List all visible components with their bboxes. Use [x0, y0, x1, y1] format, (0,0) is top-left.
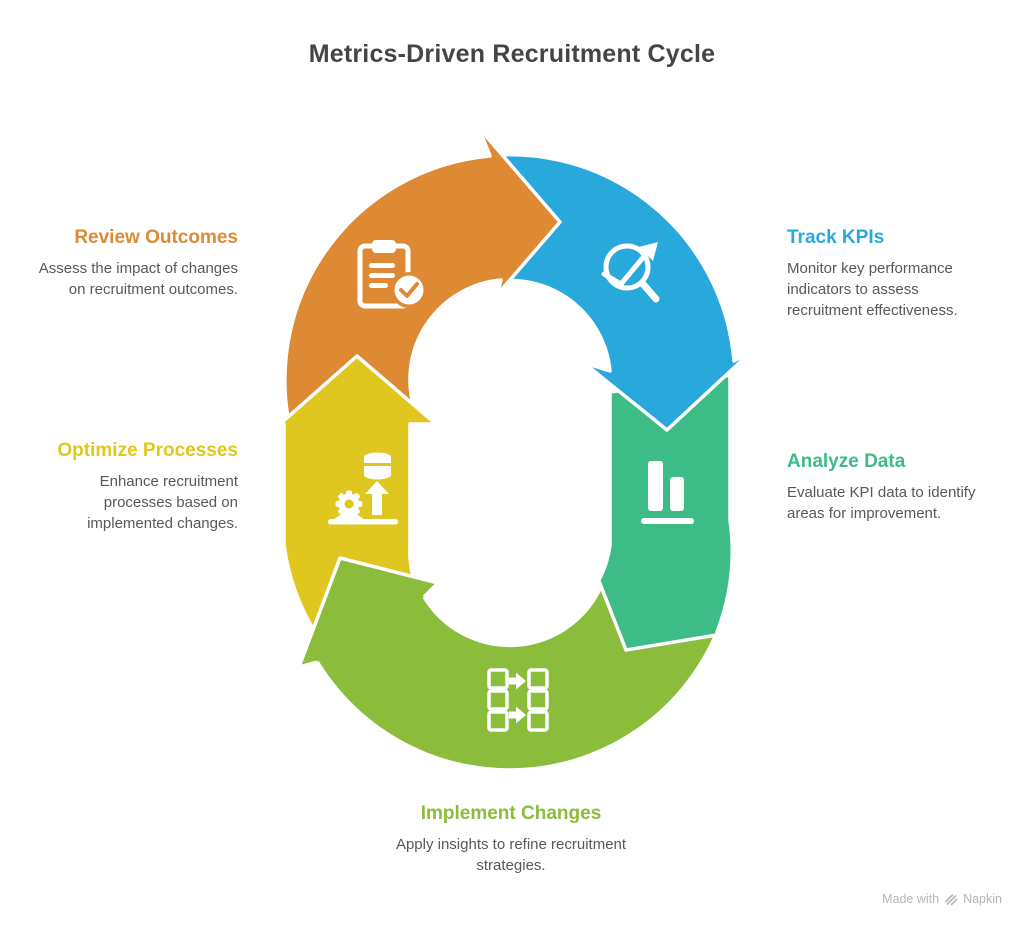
columns-transfer-icon: [487, 668, 549, 732]
step-description-review-outcomes: Assess the impact of changes on recruitm…: [38, 260, 238, 298]
step-block-track-kpis: Track KPIs Monitor key performance indic…: [787, 227, 972, 321]
step-block-optimize-processes: Optimize Processes Enhance recruitment p…: [28, 440, 238, 534]
made-with-napkin: Made with Napkin: [882, 892, 1002, 906]
brand-text: Napkin: [963, 892, 1002, 906]
gear-upload-icon: [328, 452, 398, 525]
clipboard-check-icon: [357, 240, 427, 309]
step-label-implement-changes: Implement Changes: [420, 803, 602, 824]
step-description-analyze-data: Evaluate KPI data to identify areas for …: [787, 484, 976, 522]
magnifier-trend-icon: [601, 242, 660, 303]
made-with-text: Made with: [882, 892, 940, 906]
page-title: Metrics-Driven Recruitment Cycle: [308, 40, 716, 68]
step-description-track-kpis: Monitor key performance indicators to as…: [787, 260, 958, 319]
step-block-review-outcomes: Review Outcomes Assess the impact of cha…: [38, 227, 238, 300]
step-label-track-kpis: Track KPIs: [787, 227, 885, 248]
step-label-analyze-data: Analyze Data: [787, 451, 906, 472]
step-label-review-outcomes: Review Outcomes: [74, 227, 238, 248]
step-description-implement-changes: Apply insights to refine recruitment str…: [395, 836, 627, 874]
arrow-implement-changes-head: [297, 556, 440, 669]
step-label-optimize-processes: Optimize Processes: [57, 440, 238, 461]
step-description-optimize-processes: Enhance recruitment processes based on i…: [87, 473, 238, 532]
arrow-analyze-data: [586, 373, 743, 652]
step-block-analyze-data: Analyze Data Evaluate KPI data to identi…: [787, 451, 987, 524]
bar-chart-icon: [641, 461, 694, 524]
napkin-logo-icon: [945, 894, 958, 906]
step-block-implement-changes: Implement Changes Apply insights to refi…: [361, 803, 661, 876]
